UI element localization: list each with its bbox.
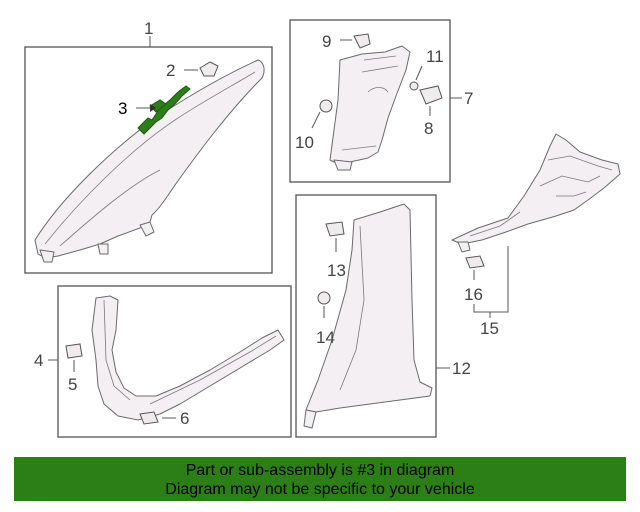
part-b-pillar-lower-trim[interactable]	[305, 203, 433, 413]
callout-15[interactable]: 15	[480, 319, 499, 338]
box-7	[289, 19, 451, 183]
callout-2[interactable]: 2	[166, 61, 175, 80]
box-12	[295, 194, 437, 438]
part-quarter-trim[interactable]	[451, 133, 621, 245]
part-8-clip[interactable]	[419, 85, 443, 105]
parts-diagram: 1 2 3 7 9 11	[24, 19, 621, 438]
banner-line-2: Diagram may not be specific to your vehi…	[165, 481, 475, 498]
callout-7[interactable]: 7	[464, 89, 473, 108]
part-14-fastener[interactable]	[317, 291, 331, 305]
callout-11[interactable]: 11	[426, 47, 444, 66]
part-11-screw[interactable]	[409, 81, 419, 91]
group-b-pillar-upper: 7 9 11 8 10	[289, 19, 473, 183]
callout-10[interactable]: 10	[295, 133, 314, 152]
callout-3[interactable]: 3	[118, 99, 127, 118]
callout-12[interactable]: 12	[452, 359, 471, 378]
box-1	[24, 46, 273, 274]
callout-8[interactable]: 8	[424, 119, 433, 138]
callout-13[interactable]: 13	[327, 261, 346, 280]
callout-1[interactable]: 1	[144, 19, 153, 38]
callout-4[interactable]: 4	[34, 351, 43, 370]
callout-9[interactable]: 9	[322, 32, 331, 51]
bracket-15	[473, 246, 509, 313]
box-4	[57, 285, 292, 438]
part-6-clip[interactable]	[139, 411, 159, 425]
part-16-clip[interactable]	[465, 255, 485, 269]
group-b-pillar-lower: 12 13 14	[295, 194, 471, 438]
info-banner: Part or sub-assembly is #3 in diagram Di…	[14, 457, 626, 501]
group-a-pillar: 1 2 3	[24, 19, 273, 274]
part-2-clip[interactable]	[199, 61, 219, 77]
callout-5[interactable]: 5	[68, 375, 77, 394]
callout-16[interactable]: 16	[464, 285, 483, 304]
part-sill-plate[interactable]	[91, 295, 285, 421]
callout-6[interactable]: 6	[180, 409, 189, 428]
part-9-clip[interactable]	[353, 33, 371, 49]
group-sill: 4 5 6	[34, 285, 292, 438]
part-a-pillar-trim[interactable]	[34, 59, 265, 259]
part-13-clip[interactable]	[325, 221, 345, 237]
group-quarter-trim: 16 15	[451, 133, 621, 338]
callout-14[interactable]: 14	[316, 328, 335, 347]
part-5-clip[interactable]	[65, 343, 83, 359]
part-10-fastener[interactable]	[319, 99, 333, 113]
part-a-pillar-tab	[39, 249, 55, 263]
part-3-highlighted[interactable]	[137, 85, 191, 135]
banner-line-1: Part or sub-assembly is #3 in diagram	[185, 462, 455, 479]
part-b-pillar-upper-trim[interactable]	[329, 45, 411, 165]
